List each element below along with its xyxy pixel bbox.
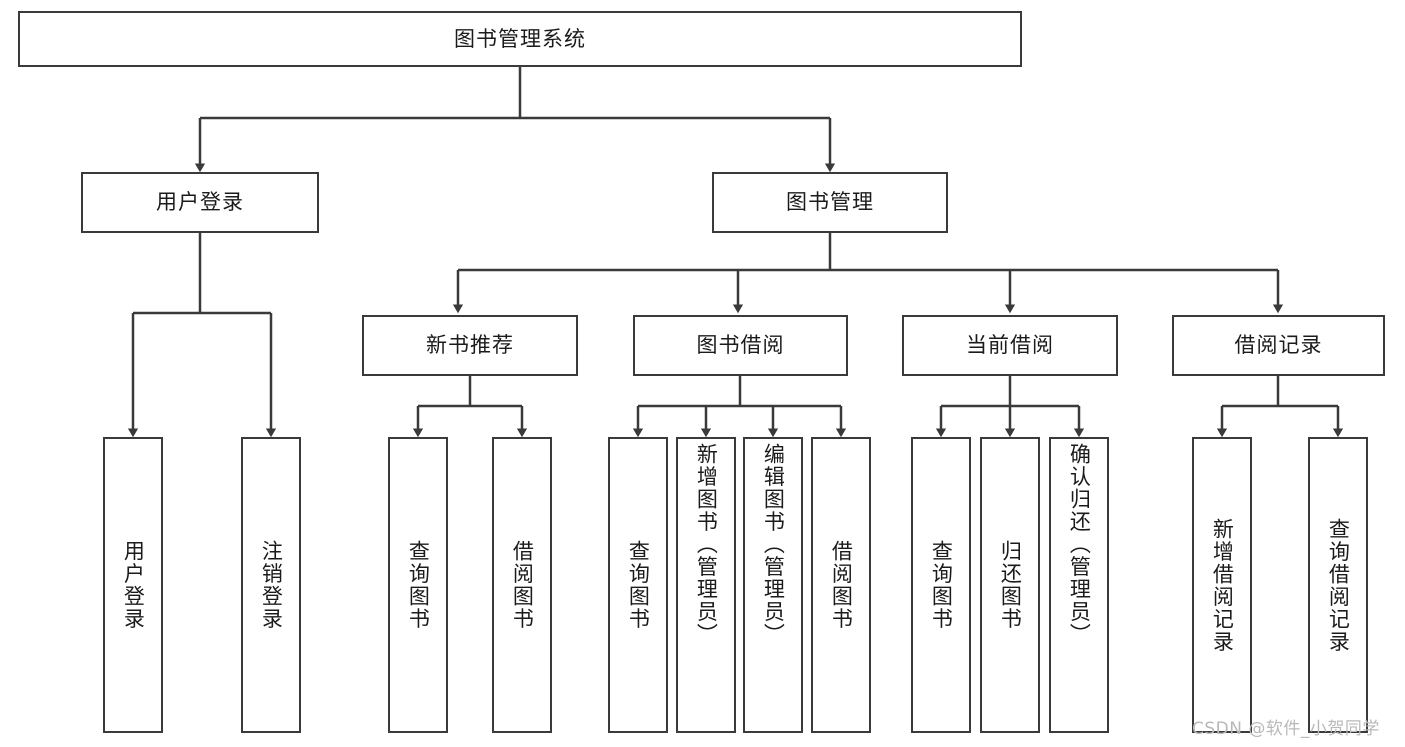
node-leaf-add-book-label: 新增图书（管理员）	[694, 443, 719, 646]
node-leaf-query-record-label: 查询借阅记录	[1326, 517, 1351, 653]
node-leaf-user-login-label: 用户登录	[121, 540, 146, 630]
node-leaf-user-logout[interactable]: 注销登录	[241, 437, 301, 733]
node-current-borrow-label: 当前借阅	[966, 333, 1054, 358]
node-leaf-query-book-2[interactable]: 查询图书	[608, 437, 668, 733]
node-book-manage-label: 图书管理	[786, 190, 874, 215]
node-book-manage[interactable]: 图书管理	[712, 172, 948, 233]
node-current-borrow[interactable]: 当前借阅	[902, 315, 1118, 376]
node-leaf-query-book-1[interactable]: 查询图书	[388, 437, 448, 733]
csdn-watermark: CSDN @软件_小贺同学	[1192, 719, 1380, 739]
node-leaf-borrow-book-2-label: 借阅图书	[829, 540, 854, 630]
node-leaf-return-book-label: 归还图书	[998, 540, 1023, 630]
node-leaf-query-book-1-label: 查询图书	[406, 540, 431, 630]
node-leaf-query-book-3-label: 查询图书	[929, 540, 954, 630]
node-leaf-add-record-label: 新增借阅记录	[1210, 517, 1235, 653]
node-leaf-query-book-3[interactable]: 查询图书	[911, 437, 971, 733]
node-leaf-add-book[interactable]: 新增图书（管理员）	[676, 437, 736, 733]
node-root[interactable]: 图书管理系统	[18, 11, 1022, 67]
node-new-book-rec[interactable]: 新书推荐	[362, 315, 578, 376]
node-leaf-user-logout-label: 注销登录	[259, 540, 284, 630]
node-leaf-user-login[interactable]: 用户登录	[103, 437, 163, 733]
node-leaf-return-book[interactable]: 归还图书	[980, 437, 1040, 733]
node-leaf-query-record[interactable]: 查询借阅记录	[1308, 437, 1368, 733]
node-new-book-rec-label: 新书推荐	[426, 333, 514, 358]
node-user-login-label: 用户登录	[156, 190, 244, 215]
node-leaf-borrow-book-1-label: 借阅图书	[510, 540, 535, 630]
node-root-label: 图书管理系统	[454, 26, 586, 51]
node-leaf-confirm-return-label: 确认归还（管理员）	[1067, 443, 1092, 646]
node-book-borrow-label: 图书借阅	[696, 333, 785, 358]
node-book-borrow[interactable]: 图书借阅	[633, 315, 848, 376]
node-borrow-record-label: 借阅记录	[1234, 333, 1323, 358]
node-leaf-borrow-book-2[interactable]: 借阅图书	[811, 437, 871, 733]
node-leaf-borrow-book-1[interactable]: 借阅图书	[492, 437, 552, 733]
node-leaf-edit-book[interactable]: 编辑图书（管理员）	[743, 437, 803, 733]
node-user-login[interactable]: 用户登录	[81, 172, 319, 233]
node-leaf-confirm-return[interactable]: 确认归还（管理员）	[1049, 437, 1109, 733]
node-leaf-edit-book-label: 编辑图书（管理员）	[761, 443, 786, 646]
node-leaf-query-book-2-label: 查询图书	[626, 540, 651, 630]
node-borrow-record[interactable]: 借阅记录	[1172, 315, 1385, 376]
node-leaf-add-record[interactable]: 新增借阅记录	[1192, 437, 1252, 733]
